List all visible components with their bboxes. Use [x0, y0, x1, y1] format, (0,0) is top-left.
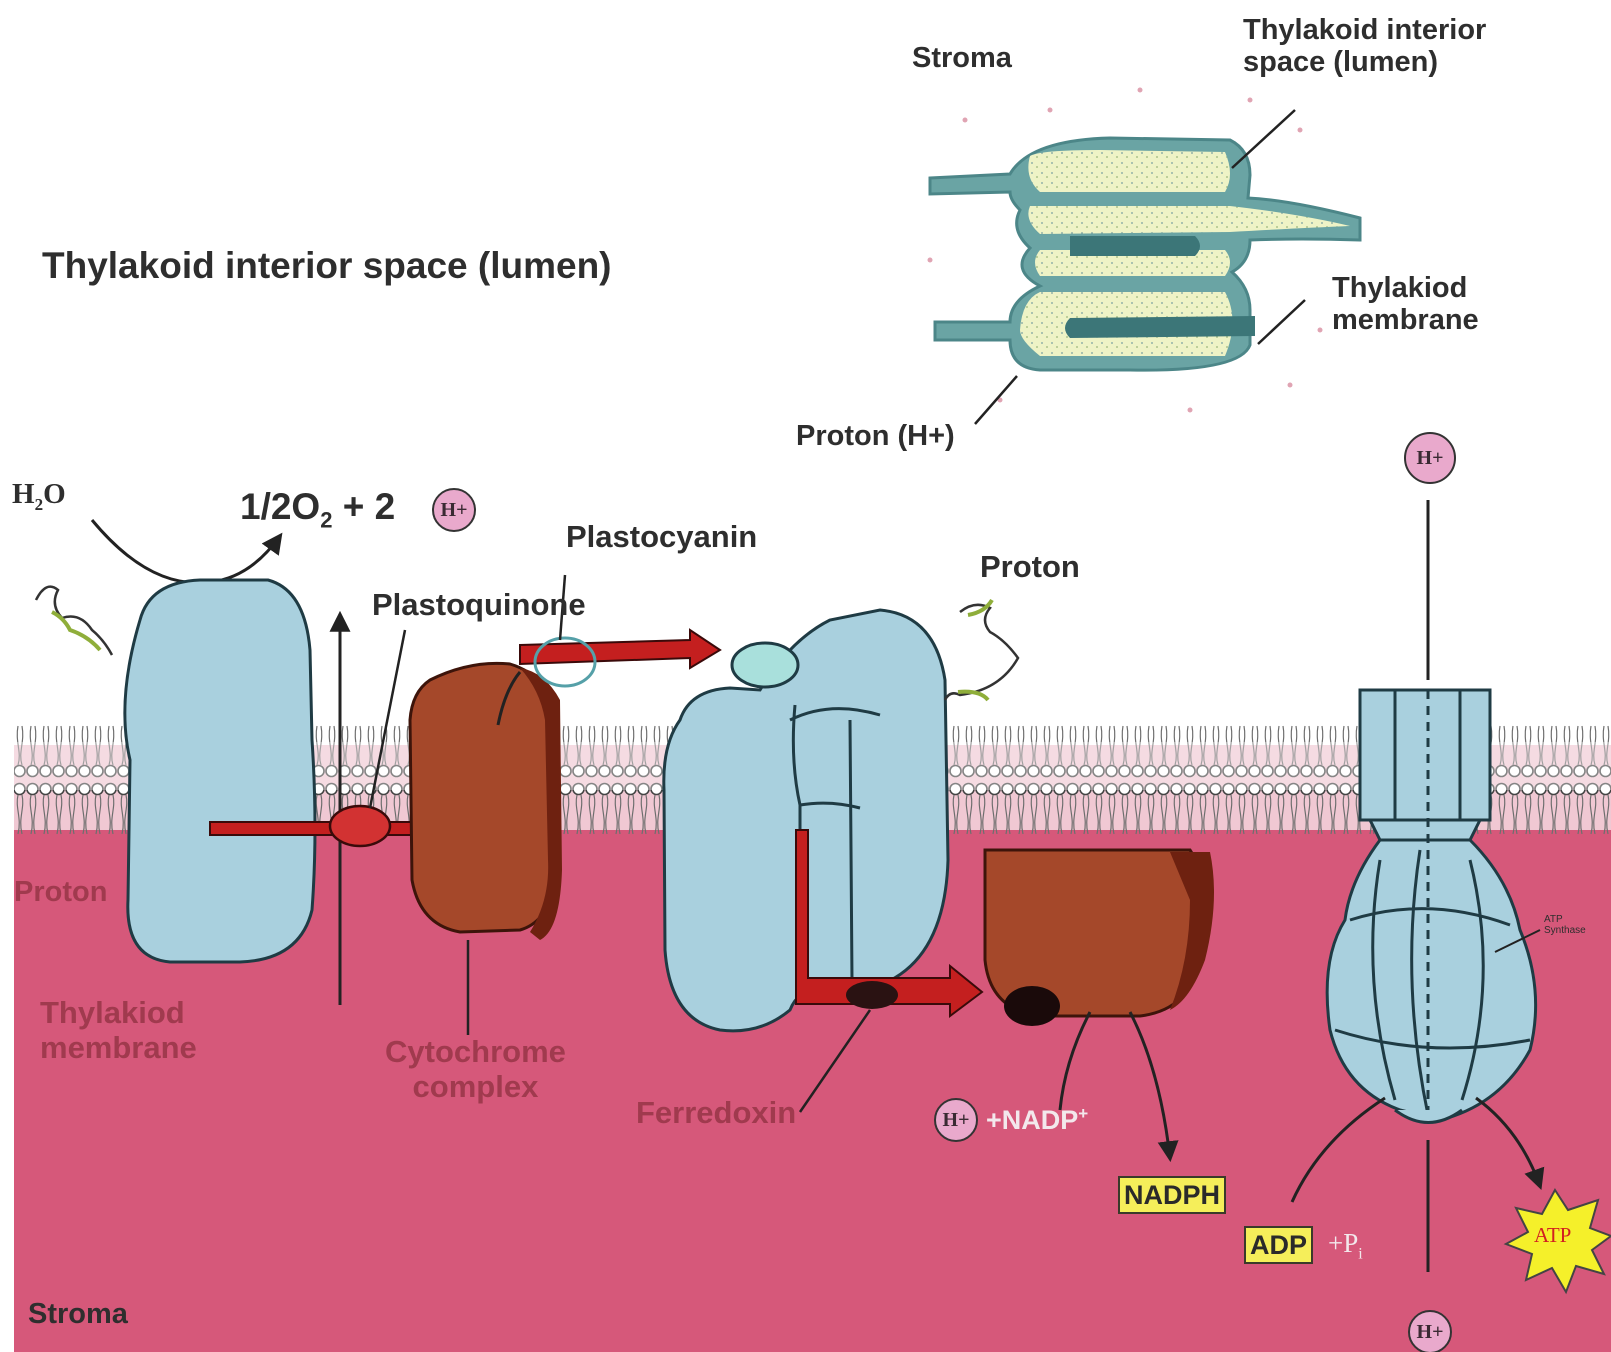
atp-synthase-label: ATP Synthase	[1544, 914, 1586, 936]
stroma-bottom-label: Stroma	[28, 1298, 128, 1330]
water-label: H2O	[12, 478, 66, 514]
adp-label: ADP	[1244, 1226, 1313, 1264]
cytochrome-complex	[410, 663, 558, 932]
atp-label: ATP	[1534, 1224, 1571, 1248]
ferredoxin	[846, 981, 898, 1009]
h-plus-atp-bottom: H+	[1408, 1310, 1452, 1352]
phosphate-label: +Pi	[1328, 1228, 1363, 1263]
ferredoxin-label: Ferredoxin	[636, 1096, 796, 1131]
proton-top-label: Proton (H+)	[796, 420, 955, 452]
electron-arrow-pc	[520, 630, 720, 668]
lumen-title: Thylakoid interior space (lumen)	[42, 245, 612, 286]
h-plus-atp-top: H+	[1404, 432, 1456, 484]
membrane-bottom-label: Thylakiod membrane	[40, 996, 197, 1065]
proton-right-label: Proton	[980, 550, 1080, 585]
grana-stack-illustration	[928, 88, 1361, 425]
photosystem-ii	[125, 580, 315, 962]
cytochrome-label: Cytochrome complex	[385, 1035, 566, 1104]
h-plus-oxygen: H+	[432, 488, 476, 532]
plastocyanin-label: Plastocyanin	[566, 520, 757, 555]
membrane-top-label: Thylakiod membrane	[1332, 272, 1479, 337]
nadph-product: NADPH	[1118, 1176, 1226, 1214]
stroma-top-label: Stroma	[912, 42, 1012, 74]
plastoquinone-label: Plastoquinone	[372, 588, 586, 623]
proton-left-label: Proton	[14, 876, 107, 908]
oxygen-equation: 1/2O2 + 2	[240, 486, 395, 533]
h-plus-nadp: H+	[934, 1098, 978, 1142]
lumen-top-label: Thylakoid interior space (lumen)	[1243, 14, 1486, 79]
plastoquinone	[330, 806, 390, 846]
nadp-label: +NADP+	[986, 1104, 1088, 1135]
